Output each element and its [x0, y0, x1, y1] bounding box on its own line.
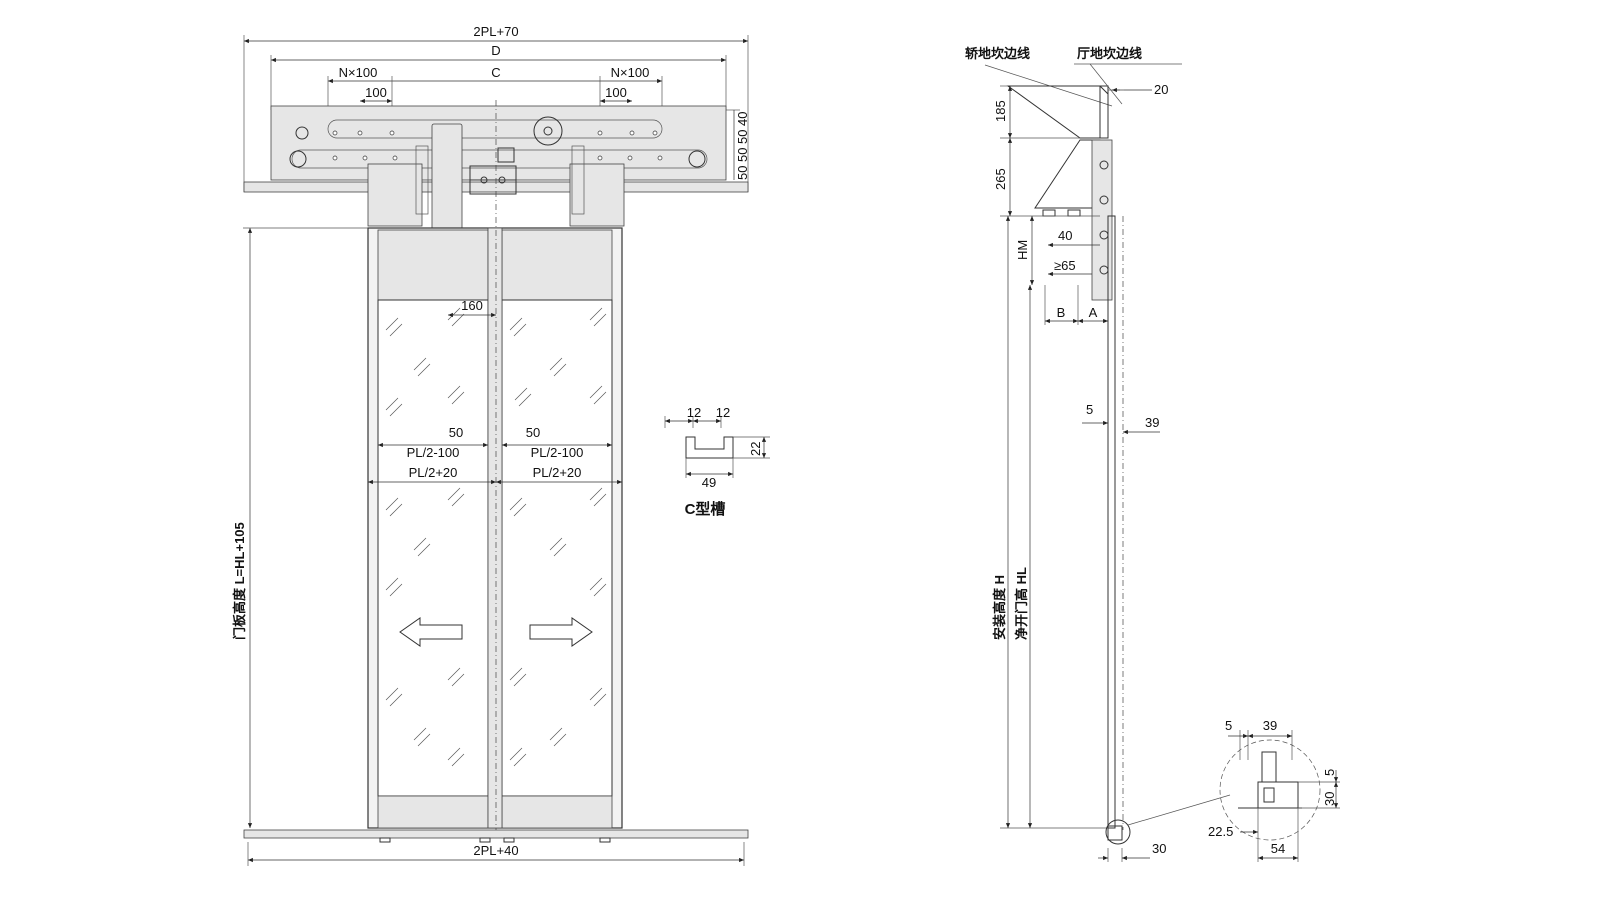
a-label: A — [1089, 305, 1098, 320]
left-door-glass — [377, 299, 489, 797]
hanger-assembly — [1091, 139, 1113, 301]
door-panel-side — [1107, 215, 1116, 829]
c-channel-section: 12 12 22 49 C型槽 — [664, 405, 770, 518]
detail-v5: 5 — [1322, 769, 1337, 776]
left-panel-width-label: PL/2+20 — [409, 465, 458, 480]
bottom-30-label: 30 — [1152, 841, 1166, 856]
car-sill-line-label: 轿地坎边线 — [965, 46, 1030, 61]
panel-height-label: 门板高度 L=HL+105 — [232, 522, 247, 640]
center-distance-label: C — [491, 65, 500, 80]
left-panel-inner-label: PL/2-100 — [407, 445, 460, 460]
side-dim-2: 50 — [735, 148, 750, 162]
sill — [243, 829, 749, 839]
h185-label: 185 — [993, 100, 1008, 122]
detail-circle — [1219, 739, 1321, 841]
b-label: B — [1057, 305, 1066, 320]
side-dim-4: 40 — [735, 112, 750, 126]
center-gap-right-label: 50 — [526, 425, 540, 440]
detail-d39: 39 — [1263, 718, 1277, 733]
open-left-arrow — [399, 617, 463, 647]
c-channel-dim-b: 12 — [716, 405, 730, 420]
d40-label: 40 — [1058, 228, 1072, 243]
c-channel-height: 22 — [748, 442, 763, 456]
d65-label: ≥65 — [1054, 258, 1076, 273]
clear-height-label: 净开门高 HL — [1014, 567, 1029, 640]
detail-d54: 54 — [1271, 841, 1285, 856]
c-channel-title: C型槽 — [685, 500, 726, 518]
hm-label: HM — [1015, 240, 1030, 260]
d5-label: 5 — [1086, 402, 1093, 417]
detail-d22-5: 22.5 — [1208, 824, 1233, 839]
right-step-label: 100 — [605, 85, 627, 100]
right-pitch-label: N×100 — [611, 65, 650, 80]
detail-d5: 5 — [1225, 718, 1232, 733]
c-channel-width: 49 — [702, 475, 716, 490]
detail-v30: 30 — [1322, 792, 1337, 806]
side-dim-1: 50 — [735, 166, 750, 180]
d39-label: 39 — [1145, 415, 1159, 430]
top-offset-label: 20 — [1154, 82, 1168, 97]
hanger-offset-label: 160 — [461, 298, 483, 313]
left-step-label: 100 — [365, 85, 387, 100]
right-door-glass — [501, 299, 613, 797]
front-view: 2PL+70 D N×100 C N×100 100 100 — [232, 24, 750, 866]
header-holes — [332, 130, 663, 161]
right-panel-inner-label: PL/2-100 — [531, 445, 584, 460]
install-height-label: 安装高度 H — [992, 575, 1007, 640]
c-channel-dim-a: 12 — [687, 405, 701, 420]
c-channel-profile — [685, 436, 734, 459]
open-right-arrow — [529, 617, 593, 647]
right-panel-width-label: PL/2+20 — [533, 465, 582, 480]
track-length-label: D — [491, 43, 500, 58]
overall-width-top-label: 2PL+70 — [473, 24, 518, 39]
h265-label: 265 — [993, 168, 1008, 190]
center-gap-left-label: 50 — [449, 425, 463, 440]
left-pitch-label: N×100 — [339, 65, 378, 80]
header-plate — [270, 105, 727, 181]
side-view: 轿地坎边线 厅地坎边线 20 185 265 HM 40 ≥65 — [965, 46, 1231, 862]
side-dim-3: 50 — [735, 130, 750, 144]
sill-width-label: 2PL+40 — [473, 843, 518, 858]
hall-sill-line-label: 厅地坎边线 — [1077, 46, 1142, 61]
sill-detail: 5 39 5 30 22.5 54 — [1208, 718, 1340, 862]
